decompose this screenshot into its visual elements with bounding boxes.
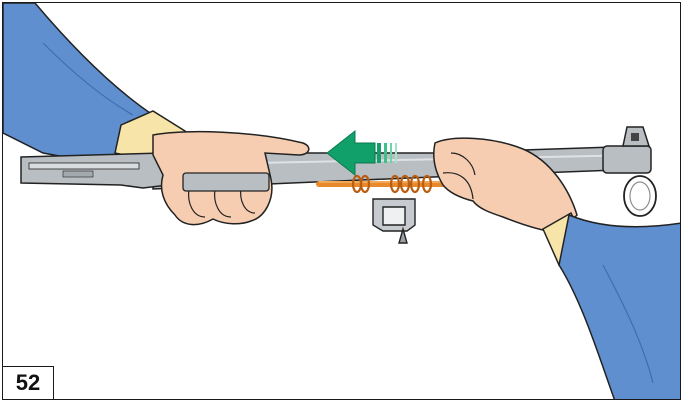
muzzle bbox=[603, 146, 651, 173]
gun-receiver bbox=[21, 153, 168, 188]
handguard bbox=[183, 173, 269, 191]
figure-frame bbox=[2, 2, 681, 400]
detached-clip bbox=[373, 199, 415, 243]
assembly-illustration bbox=[3, 3, 681, 400]
step-number-box: 52 bbox=[2, 366, 54, 400]
right-sleeve bbox=[559, 215, 681, 400]
step-number: 52 bbox=[16, 370, 40, 396]
